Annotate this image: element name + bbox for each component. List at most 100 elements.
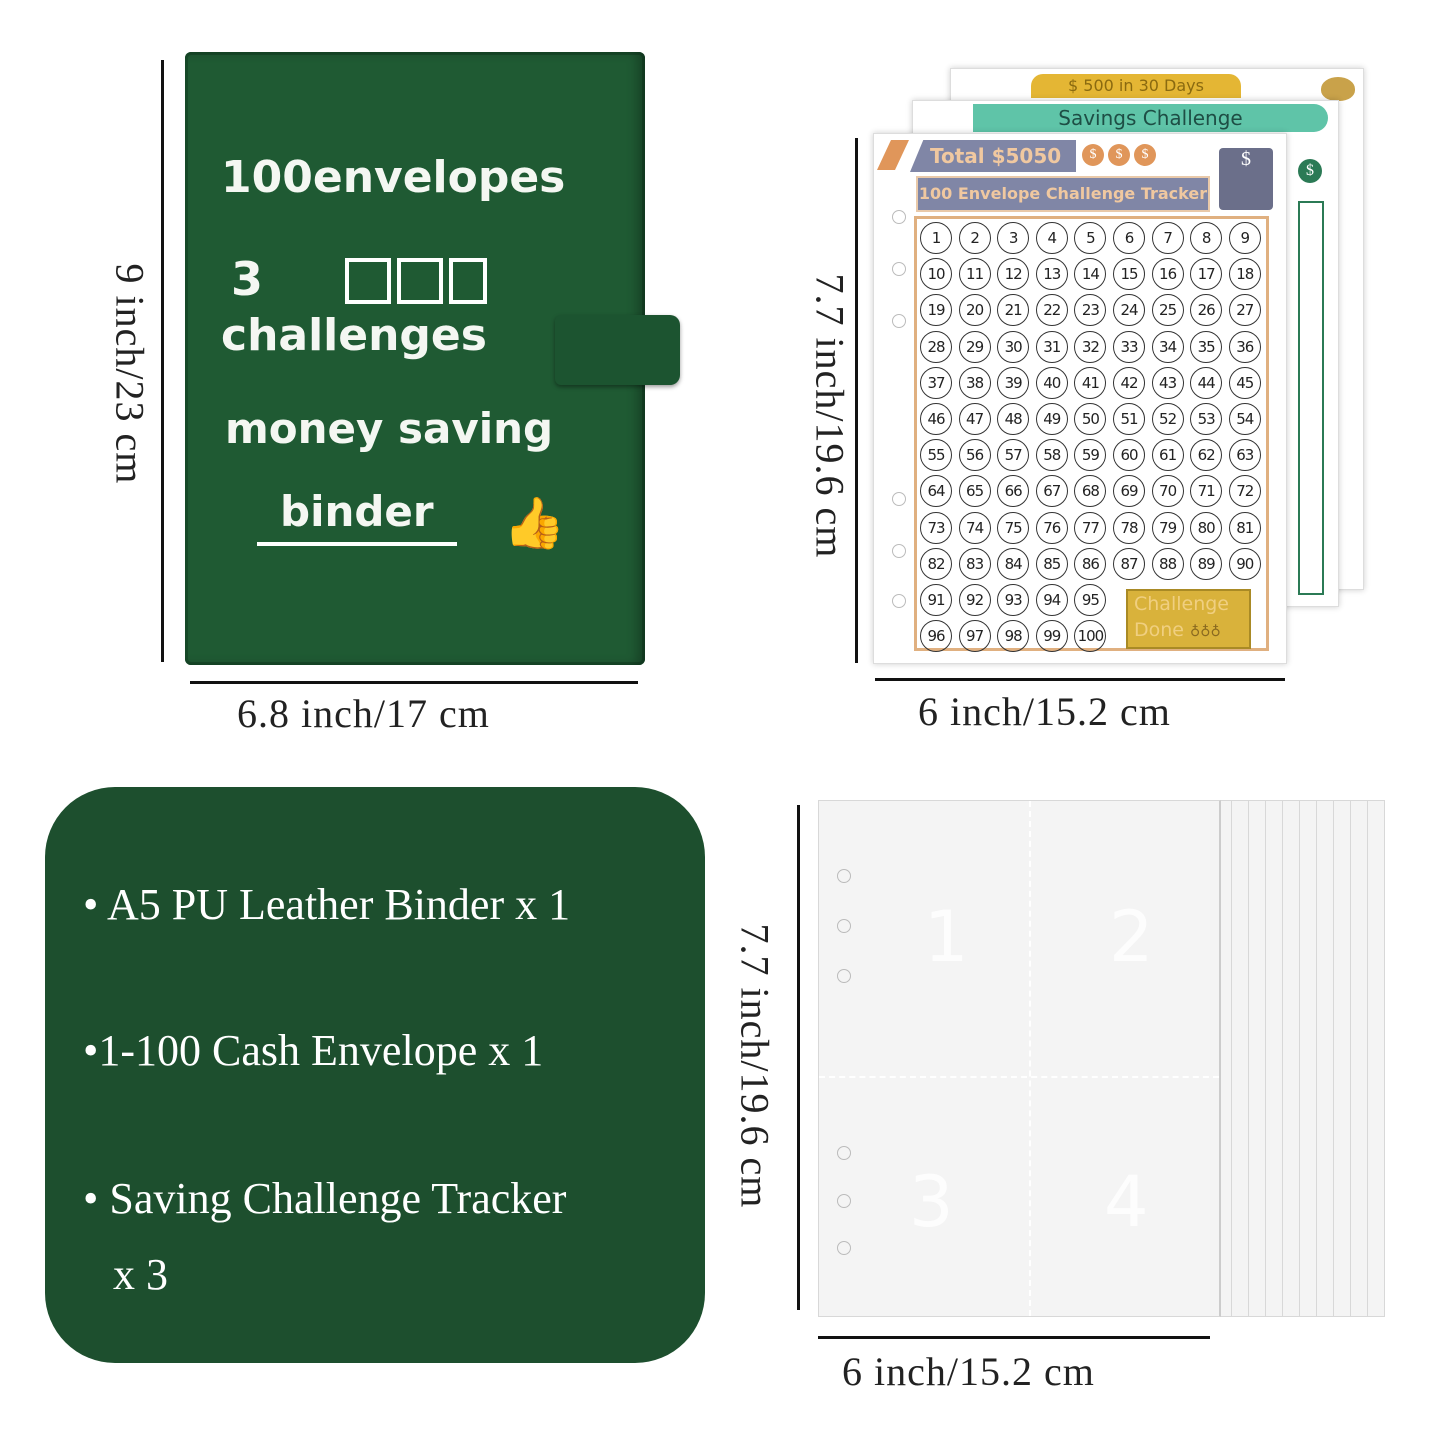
envelope-number-circle: 45 — [1228, 366, 1261, 399]
envelope-number-circle: 59 — [1074, 439, 1107, 472]
height-dimension-line — [161, 60, 164, 662]
contents-item: Saving Challenge Tracker — [109, 1174, 567, 1223]
envelope-number-circle: 19 — [920, 294, 952, 327]
envelope-number-circle: 85 — [1035, 547, 1068, 580]
envelope-number-circle: 28 — [920, 330, 952, 363]
envelope-number-circle: 23 — [1074, 294, 1107, 327]
envelope-number-circle: 65 — [958, 475, 991, 508]
punch-hole — [892, 544, 906, 558]
binder-strap[interactable] — [555, 315, 680, 385]
coin-icon: $ — [1108, 144, 1130, 166]
side-tracker — [1298, 201, 1324, 595]
punch-hole — [892, 314, 906, 328]
treasure-chest-icon: $ — [1219, 148, 1273, 210]
binder-height-label: 9 inch/23 cm — [107, 263, 153, 485]
envelope-number-circle: 98 — [997, 620, 1030, 653]
envelope-number-circle: 95 — [1074, 584, 1107, 616]
total-banner: Total $5050 — [910, 140, 1076, 172]
envelope-number-circle: 20 — [958, 294, 991, 327]
envelope-number-circle: 35 — [1190, 330, 1223, 363]
tracker-title: 100 Envelope Challenge Tracker — [916, 176, 1210, 212]
dollar-coin-icon: $ — [1298, 159, 1322, 183]
challenge-done-box: Challenge Done ♁♁♁ — [1126, 589, 1251, 649]
tracker-width-label: 6 inch/15.2 cm — [918, 689, 1171, 734]
envelope-number-circle: 17 — [1190, 258, 1223, 291]
envelope-number-circle: 47 — [958, 403, 991, 435]
envelope-height-line — [797, 805, 800, 1310]
punch-hole — [892, 262, 906, 276]
envelope-number-circle: 82 — [920, 547, 952, 580]
envelope-number-circle: 81 — [1228, 511, 1261, 544]
coin-icon: $ — [1134, 144, 1156, 166]
envelope-number-circle: 36 — [1228, 330, 1261, 363]
envelope-number-circle: 18 — [1228, 258, 1261, 291]
envelope-number-circle: 46 — [920, 403, 952, 435]
envelope-number-circle: 91 — [920, 584, 952, 616]
envelope-number-circle: 89 — [1190, 547, 1223, 580]
thumbs-up-icon: 👍 — [503, 494, 566, 552]
envelope-number-circle: 71 — [1190, 475, 1223, 508]
envelope-number-circle: 62 — [1190, 439, 1223, 472]
envelope-number-circle: 10 — [920, 258, 952, 291]
envelope-number-circle: 43 — [1151, 366, 1184, 399]
envelope-number-circle: 50 — [1074, 403, 1107, 435]
envelope-number-circle: 14 — [1074, 258, 1107, 291]
envelope-width-label: 6 inch/15.2 cm — [842, 1349, 1095, 1394]
binder-width-label: 6.8 inch/17 cm — [237, 691, 490, 736]
envelope-number-circle: 78 — [1113, 511, 1145, 544]
envelope-number-circle: 39 — [997, 366, 1030, 399]
envelope-number-circle: 42 — [1113, 366, 1145, 399]
envelope-number-circle: 55 — [920, 439, 952, 472]
envelope-number-circle: 73 — [920, 511, 952, 544]
envelope-number-circle: 100 — [1074, 620, 1107, 653]
done-line2: Done — [1134, 619, 1184, 641]
envelope-number-circle: 79 — [1151, 511, 1184, 544]
envelope-number-circle: 66 — [997, 475, 1030, 508]
envelope-number-circle: 75 — [997, 511, 1030, 544]
coin-icon: $ — [1082, 144, 1104, 166]
envelope-number-circle: 31 — [1035, 330, 1068, 363]
contents-item: 1-100 Cash Envelope x 1 — [98, 1026, 544, 1075]
envelope-number-circle: 54 — [1228, 403, 1261, 435]
envelope-number-circle: 70 — [1151, 475, 1184, 508]
envelope-number-circle: 94 — [1035, 584, 1068, 616]
envelope-number-circle: 92 — [958, 584, 991, 616]
envelope-number-circle: 34 — [1151, 330, 1184, 363]
bullet: • — [83, 1026, 99, 1075]
envelope-number-circle: 16 — [1151, 258, 1184, 291]
envelope-height-label: 7.7 inch/19.6 cm — [732, 923, 778, 1209]
envelope-number-circle: 24 — [1113, 294, 1145, 327]
envelope-front: 1 2 3 4 — [818, 800, 1221, 1317]
envelope-number-circle: 15 — [1113, 258, 1145, 291]
envelope-number-circle: 2 — [958, 222, 991, 254]
envelope-number-circle: 29 — [958, 330, 991, 363]
envelope-number-circle: 72 — [1228, 475, 1261, 508]
bullet: • — [83, 1174, 99, 1223]
money-bag-icon — [1321, 77, 1355, 101]
checkbox-icons — [345, 258, 487, 304]
envelope-number-circle: 67 — [1035, 475, 1068, 508]
envelope-number: 3 — [909, 1161, 954, 1243]
envelope-number-circle: 69 — [1113, 475, 1145, 508]
envelope-number-circle: 11 — [958, 258, 991, 291]
envelope-number-circle: 61 — [1151, 439, 1184, 472]
envelope-number-circle: 30 — [997, 330, 1030, 363]
envelope-number-circle: 93 — [997, 584, 1030, 616]
envelope-number-circle: 5 — [1074, 222, 1107, 254]
envelope-number-circle: 74 — [958, 511, 991, 544]
envelope-number-circle: 51 — [1113, 403, 1145, 435]
tracker-width-line — [875, 678, 1285, 681]
envelope-number-circle: 22 — [1035, 294, 1068, 327]
envelope-number-circle: 58 — [1035, 439, 1068, 472]
envelope-number-circle: 6 — [1113, 222, 1145, 254]
envelope-number-circle: 77 — [1074, 511, 1107, 544]
orange-stripe — [877, 140, 909, 170]
cover-text-3: 3 — [231, 252, 264, 306]
envelope-number-circle: 40 — [1035, 366, 1068, 399]
envelope-number-circle: 9 — [1228, 222, 1261, 254]
contents-item: A5 PU Leather Binder x 1 — [106, 880, 571, 929]
envelope-number-circle: 37 — [920, 366, 952, 399]
front-tracker-sheet: Total $5050 $ $ $ 100 Envelope Challenge… — [873, 133, 1287, 664]
envelope-number-circle: 27 — [1228, 294, 1261, 327]
